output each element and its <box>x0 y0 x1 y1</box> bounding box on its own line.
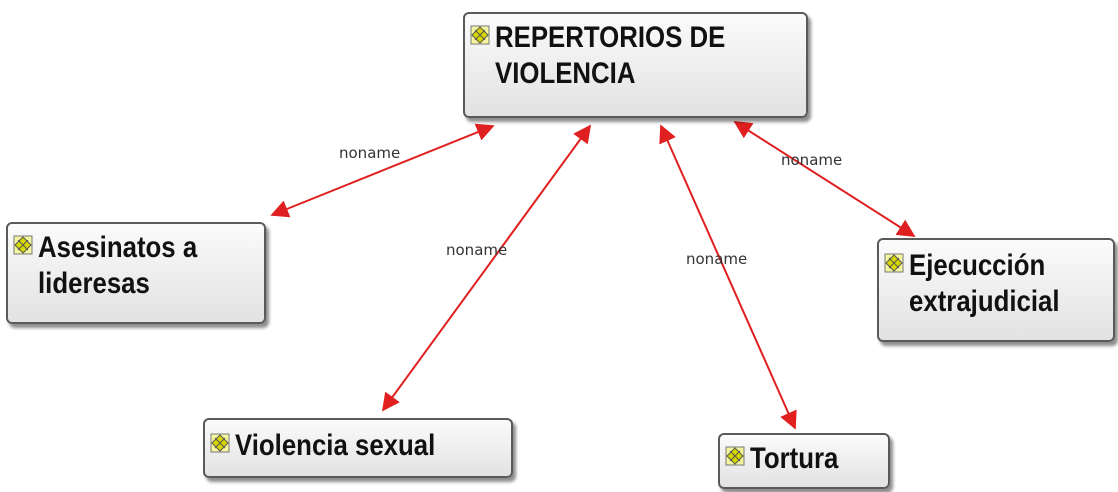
node-title-violencia-sexual: Violencia sexual <box>235 429 436 462</box>
concept-node-tortura[interactable]: Tortura <box>718 433 890 489</box>
node-title-tortura: Tortura <box>750 442 839 475</box>
edge-tortura[interactable] <box>659 124 797 430</box>
edge-ejecucion[interactable] <box>733 121 916 237</box>
concept-node-icon <box>210 433 230 453</box>
concept-node-icon <box>13 235 33 255</box>
concept-node-asesinatos[interactable]: Asesinatos a lideresas <box>6 222 266 324</box>
edge-violencia-sexual[interactable] <box>381 124 592 412</box>
concept-node-icon <box>725 446 745 466</box>
edge-label-violencia-sexual: noname <box>446 241 508 259</box>
edge-label-asesinatos: noname <box>339 144 401 162</box>
node-title-repertorios: REPERTORIOS DE VIOLENCIA <box>495 21 726 90</box>
node-title-asesinatos: Asesinatos a lideresas <box>38 231 198 300</box>
node-title-ejecucion: Ejecucción extrajudicial <box>909 249 1060 318</box>
edge-label-tortura: noname <box>686 250 748 268</box>
concept-node-icon <box>884 253 904 273</box>
concept-node-violencia-sexual[interactable]: Violencia sexual <box>203 418 513 478</box>
concept-node-ejecucion[interactable]: Ejecucción extrajudicial <box>877 238 1115 342</box>
concept-node-icon <box>470 25 490 45</box>
edge-asesinatos[interactable] <box>270 123 495 218</box>
concept-node-repertorios[interactable]: REPERTORIOS DE VIOLENCIA <box>463 12 808 118</box>
edge-label-ejecucion: noname <box>781 151 843 169</box>
